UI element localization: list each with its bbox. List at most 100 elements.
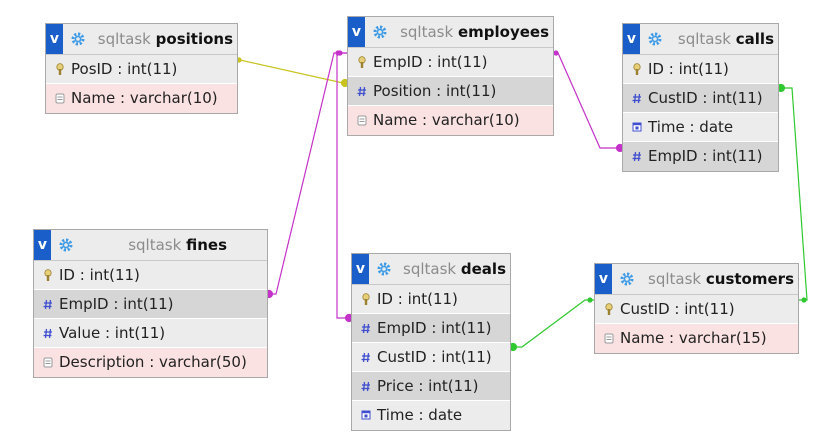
gear-icon[interactable] [71, 32, 85, 46]
relation-employees-deals [335, 50, 354, 323]
column-label: PosID : int(11) [71, 60, 178, 78]
hash-icon [43, 328, 52, 339]
table-row[interactable]: Position : int(11) [348, 77, 553, 106]
text-icon [43, 357, 53, 368]
table-toggle-button[interactable]: v [46, 24, 63, 54]
gear-icon[interactable] [59, 238, 73, 252]
relation-employees-fines [264, 50, 347, 299]
table-row[interactable]: ID : int(11) [34, 261, 267, 290]
key-icon [605, 303, 613, 315]
table-row[interactable]: Description : varchar(50) [34, 348, 267, 377]
table-header[interactable]: v sqltask calls [623, 24, 778, 55]
table-header[interactable]: v sqltask customers [595, 264, 798, 295]
table-row[interactable]: CustID : int(11) [595, 295, 798, 324]
table-header[interactable]: v sqltask employees [348, 17, 553, 48]
table-row[interactable]: Time : date [352, 401, 510, 430]
table-name: employees [457, 23, 549, 41]
table-db-name: sqltask [648, 270, 702, 288]
table-db-name: sqltask [400, 23, 454, 41]
table-employees[interactable]: v sqltask employees EmpID : int(11) Posi… [347, 16, 554, 136]
column-label: Name : varchar(15) [620, 329, 767, 347]
hash-icon [361, 381, 370, 392]
table-title: sqltask deals [403, 254, 506, 284]
table-row[interactable]: PosID : int(11) [46, 55, 237, 84]
table-deals[interactable]: v sqltask deals ID : int(11) EmpID : int… [351, 253, 511, 431]
hash-icon [361, 352, 370, 363]
relation-customers-deals [508, 297, 594, 352]
column-label: CustID : int(11) [620, 300, 735, 318]
table-row[interactable]: EmpID : int(11) [623, 142, 778, 171]
table-row[interactable]: Name : varchar(10) [348, 106, 553, 135]
table-row[interactable]: EmpID : int(11) [34, 290, 267, 319]
key-icon [633, 63, 641, 75]
table-fines[interactable]: v sqltask fines ID : int(11) EmpID : int… [33, 229, 268, 378]
column-label: ID : int(11) [648, 60, 729, 78]
column-label: Position : int(11) [373, 82, 497, 100]
relation-customers-calls [776, 83, 808, 303]
table-name: fines [186, 236, 227, 254]
table-title: sqltask customers [648, 264, 794, 294]
column-label: Name : varchar(10) [71, 89, 218, 107]
table-positions[interactable]: v sqltask positions PosID : int(11) Name… [45, 23, 238, 114]
column-label: Price : int(11) [377, 377, 479, 395]
text-icon [357, 115, 367, 126]
table-header[interactable]: v sqltask deals [352, 254, 510, 285]
column-label: EmpID : int(11) [59, 295, 174, 313]
column-label: Value : int(11) [59, 324, 166, 342]
table-name: deals [460, 260, 506, 278]
table-row[interactable]: Name : varchar(10) [46, 84, 237, 113]
table-toggle-button[interactable]: v [352, 254, 369, 284]
table-title: sqltask positions [98, 24, 233, 54]
table-toggle-button[interactable]: v [623, 24, 640, 54]
table-title: sqltask fines [128, 230, 227, 260]
relation-employees-calls [553, 50, 625, 153]
gear-icon[interactable] [377, 262, 391, 276]
table-row[interactable]: CustID : int(11) [623, 84, 778, 113]
column-label: Description : varchar(50) [59, 353, 247, 371]
gear-icon[interactable] [373, 25, 387, 39]
key-icon [44, 269, 52, 281]
column-label: CustID : int(11) [377, 348, 492, 366]
column-label: EmpID : int(11) [377, 319, 492, 337]
table-title: sqltask calls [678, 24, 774, 54]
table-row[interactable]: CustID : int(11) [352, 343, 510, 372]
table-db-name: sqltask [128, 236, 182, 254]
table-db-name: sqltask [97, 30, 151, 48]
table-name: positions [155, 30, 233, 48]
key-icon [358, 56, 366, 68]
table-header[interactable]: v sqltask fines [34, 230, 267, 261]
table-header[interactable]: v sqltask positions [46, 24, 237, 55]
table-row[interactable]: Price : int(11) [352, 372, 510, 401]
date-icon [361, 410, 371, 420]
table-toggle-button[interactable]: v [34, 230, 51, 260]
table-calls[interactable]: v sqltask calls ID : int(11) CustID : in… [622, 23, 779, 172]
table-toggle-button[interactable]: v [595, 264, 612, 294]
hash-icon [632, 151, 641, 162]
table-title: sqltask employees [400, 17, 549, 47]
key-icon [362, 293, 370, 305]
table-row[interactable]: Time : date [623, 113, 778, 142]
hash-icon [361, 323, 370, 334]
column-label: Name : varchar(10) [373, 111, 520, 129]
column-label: ID : int(11) [377, 290, 458, 308]
table-row[interactable]: EmpID : int(11) [352, 314, 510, 343]
table-row[interactable]: Value : int(11) [34, 319, 267, 348]
table-row[interactable]: ID : int(11) [623, 55, 778, 84]
text-icon [604, 333, 614, 344]
column-label: EmpID : int(11) [648, 147, 763, 165]
text-icon [55, 93, 65, 104]
hash-icon [357, 86, 366, 97]
table-name: calls [735, 30, 774, 48]
date-icon [632, 122, 642, 132]
gear-icon[interactable] [648, 32, 662, 46]
key-icon [56, 63, 64, 75]
table-db-name: sqltask [403, 260, 457, 278]
gear-icon[interactable] [620, 272, 634, 286]
table-row[interactable]: EmpID : int(11) [348, 48, 553, 77]
column-label: Time : date [377, 406, 463, 424]
table-row[interactable]: Name : varchar(15) [595, 324, 798, 353]
table-customers[interactable]: v sqltask customers CustID : int(11) Nam… [594, 263, 799, 354]
table-toggle-button[interactable]: v [348, 17, 365, 47]
table-row[interactable]: ID : int(11) [352, 285, 510, 314]
